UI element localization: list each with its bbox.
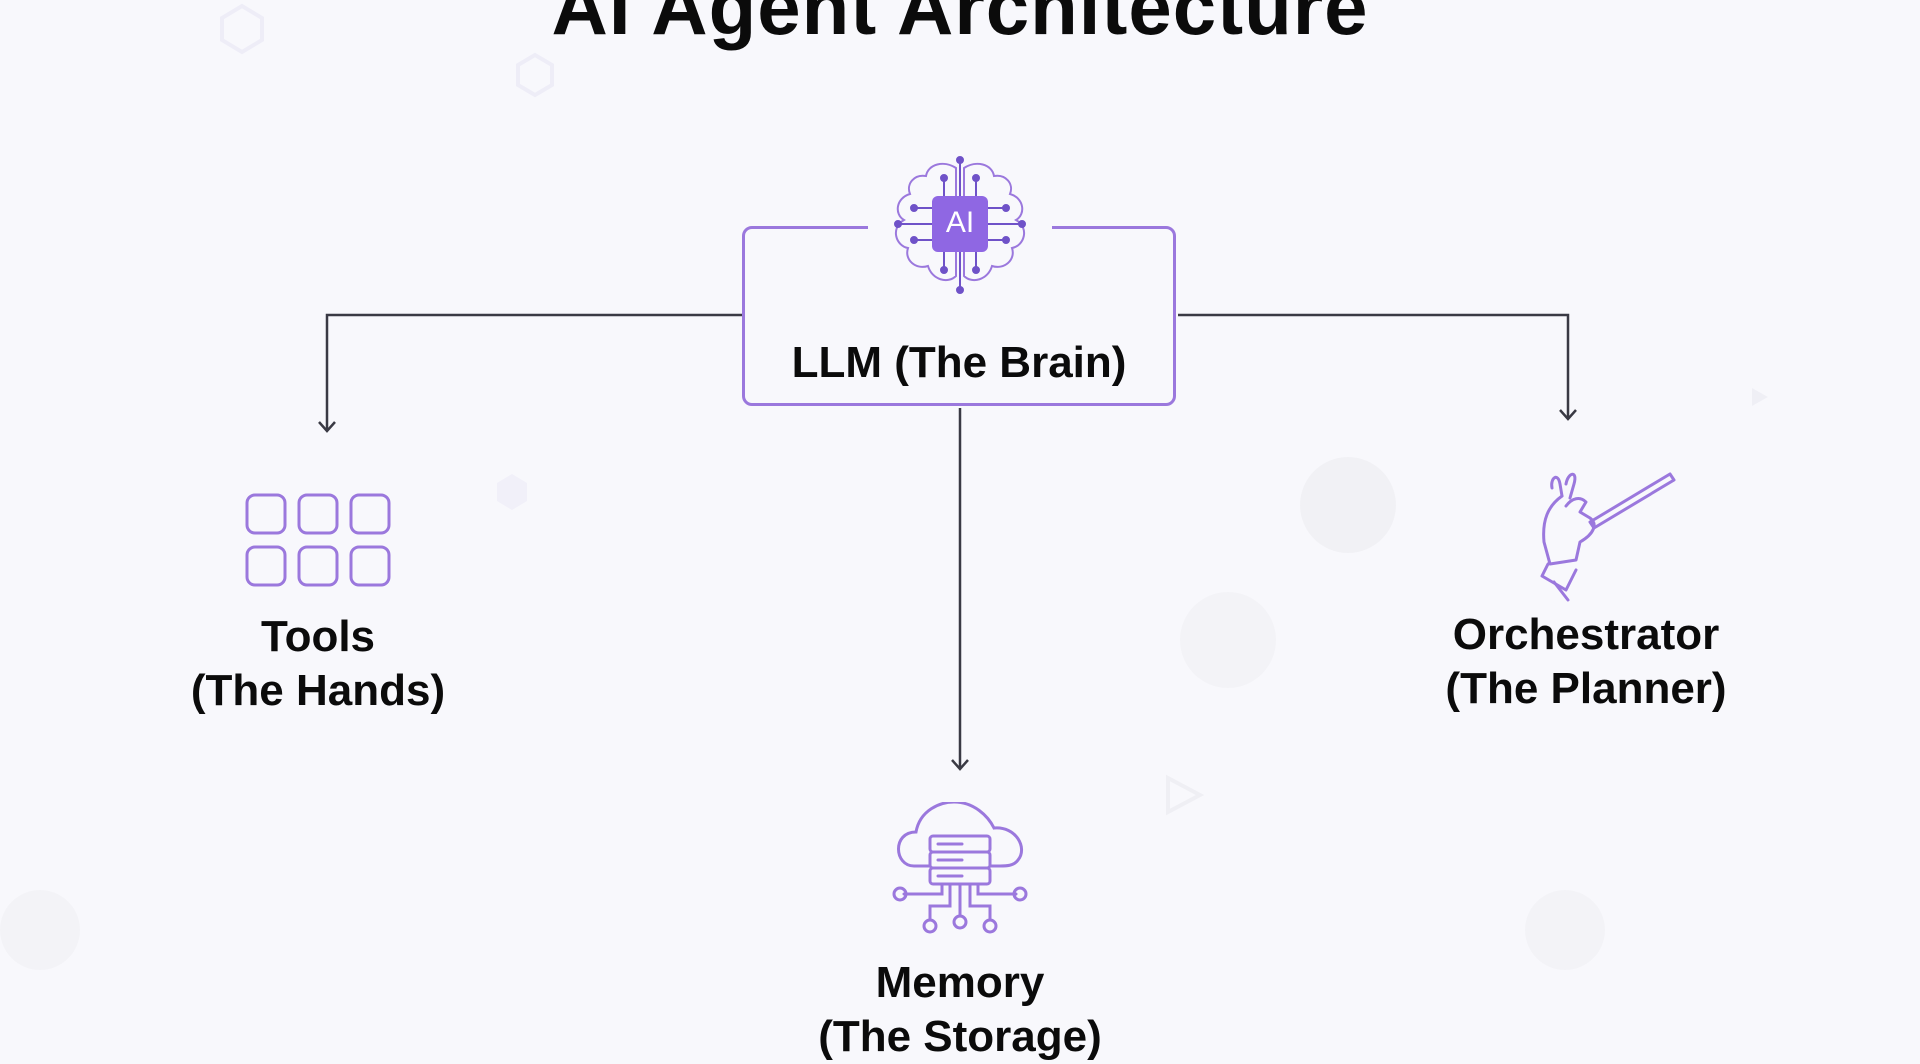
llm-label: LLM (The Brain) (791, 338, 1127, 387)
orchestrator-title: Orchestrator (1452, 610, 1720, 659)
ai-chip-text: AI (945, 206, 975, 239)
arrowhead-memory (951, 759, 969, 771)
memory-title: Memory (875, 958, 1045, 1007)
connectors (318, 313, 1577, 771)
tools-subtitle: (The Hands) (190, 666, 446, 715)
tools-title: Tools (260, 612, 376, 661)
orchestrator-label: Orchestrator (The Planner) (1386, 608, 1786, 716)
cloud-server-icon (892, 802, 1028, 934)
brain-ai-icon: AI (884, 156, 1036, 296)
connector-orchestrator (1178, 313, 1570, 419)
app-grid-icon (245, 493, 391, 587)
background-decorations (0, 0, 1920, 1024)
memory-label: Memory (The Storage) (760, 956, 1160, 1064)
memory-subtitle: (The Storage) (818, 1012, 1102, 1061)
tools-label: Tools (The Hands) (118, 610, 518, 718)
arrowhead-tools (318, 421, 336, 433)
conductor-hand-icon (1540, 472, 1676, 602)
arrowhead-orchestrator (1559, 409, 1577, 421)
orchestrator-subtitle: (The Planner) (1445, 664, 1727, 713)
page-title: AI Agent Architecture (551, 0, 1369, 51)
connector-tools (325, 313, 742, 431)
